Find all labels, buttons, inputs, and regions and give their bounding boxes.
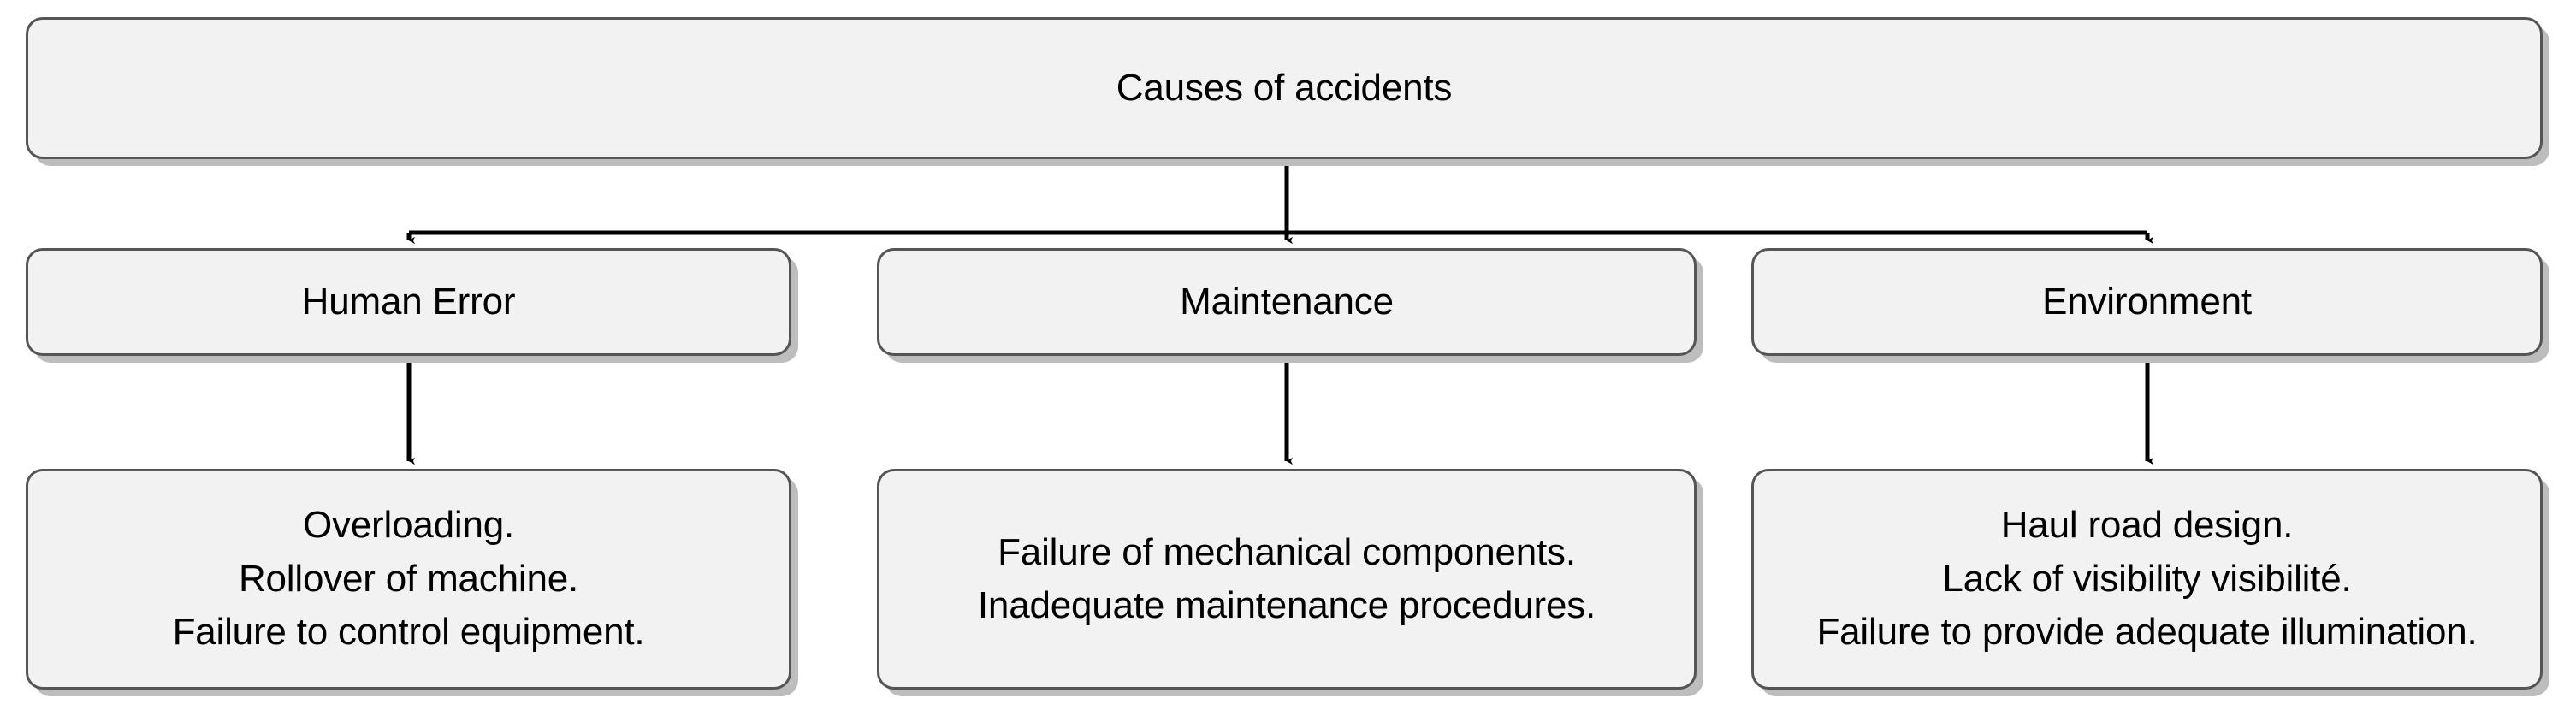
node-details-human-error[interactable]: Overloading. Rollover of machine. Failur… xyxy=(26,469,791,690)
node-category-maintenance[interactable]: Maintenance xyxy=(877,248,1697,356)
node-root-label: Causes of accidents xyxy=(1116,66,1453,109)
node-category-environment-label: Environment xyxy=(2042,280,2252,323)
node-details-environment[interactable]: Haul road design. Lack of visibility vis… xyxy=(1751,469,2543,690)
node-category-maintenance-label: Maintenance xyxy=(1180,280,1394,323)
node-category-human-error[interactable]: Human Error xyxy=(26,248,791,356)
node-category-environment[interactable]: Environment xyxy=(1751,248,2543,356)
node-details-maintenance[interactable]: Failure of mechanical components. Inadeq… xyxy=(877,469,1697,690)
node-details-environment-label: Haul road design. Lack of visibility vis… xyxy=(1816,504,2478,654)
node-details-maintenance-label: Failure of mechanical components. Inadeq… xyxy=(977,530,1596,626)
node-root-causes-of-accidents[interactable]: Causes of accidents xyxy=(26,17,2543,159)
node-details-human-error-label: Overloading. Rollover of machine. Failur… xyxy=(172,504,645,654)
node-category-human-error-label: Human Error xyxy=(301,280,516,323)
